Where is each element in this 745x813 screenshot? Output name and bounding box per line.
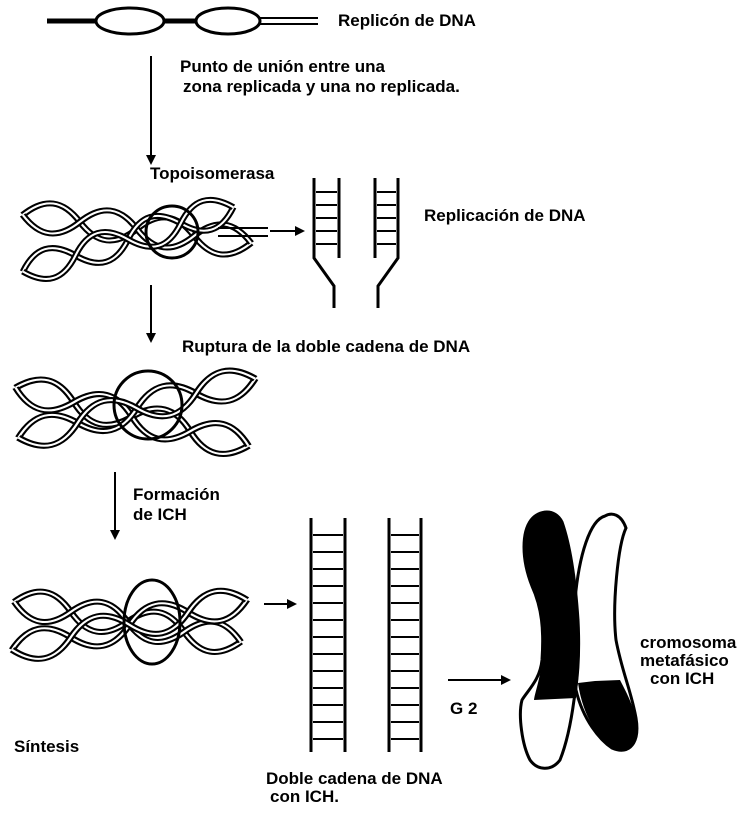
label-double-strand-ich-line2: con ICH. [270, 788, 339, 805]
synthesis-helices [9, 580, 250, 664]
label-chromosome-line2: metafásico [640, 652, 729, 669]
label-replicon: Replicón de DNA [338, 12, 476, 29]
metaphase-chromosome [520, 512, 636, 768]
label-chromosome-line3: con ICH [650, 670, 714, 687]
ich-ladders [311, 518, 421, 752]
label-junction-line1: Punto de unión entre una [180, 58, 385, 75]
label-junction-line2: zona replicada y una no replicada. [183, 78, 460, 95]
label-synthesis: Síntesis [14, 738, 79, 755]
label-replication: Replicación de DNA [424, 207, 586, 224]
break-helices [12, 364, 259, 460]
label-chromosome-line1: cromosoma [640, 634, 736, 651]
topoisomerase-helices [19, 193, 268, 286]
replication-ladders [314, 178, 398, 308]
label-ich-formation-line2: de ICH [133, 506, 187, 523]
label-double-strand-break: Ruptura de la doble cadena de DNA [182, 338, 470, 355]
label-topoisomerase: Topoisomerasa [150, 165, 274, 182]
replicon-strand [47, 8, 318, 34]
label-g2: G 2 [450, 700, 477, 717]
label-ich-formation-line1: Formación [133, 486, 220, 503]
label-double-strand-ich-line1: Doble cadena de DNA [266, 770, 443, 787]
